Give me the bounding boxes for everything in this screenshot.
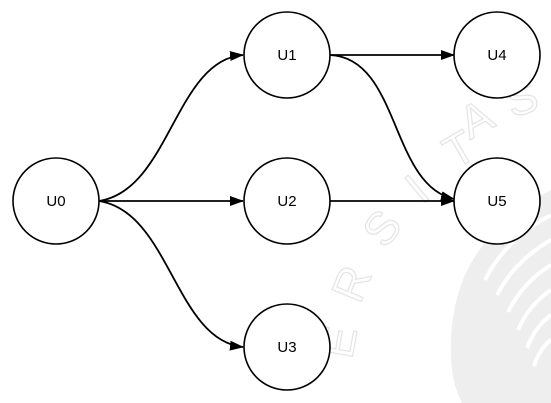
node-u5-label: U5 <box>487 193 506 210</box>
edge-u0-u1 <box>98 50 244 202</box>
node-u1: U1 <box>243 11 331 99</box>
node-u0-label: U0 <box>46 193 65 210</box>
watermark-letter: R <box>321 258 382 308</box>
node-u5-circle <box>453 157 541 245</box>
node-u1-label: U1 <box>277 47 296 64</box>
edge-u1-u5 <box>329 54 455 202</box>
node-u2-label: U2 <box>277 193 296 210</box>
node-u4-circle <box>453 11 541 99</box>
node-u4: U4 <box>453 11 541 99</box>
node-u3-circle <box>243 303 331 391</box>
watermark-emblem <box>450 190 551 403</box>
node-u0-circle <box>12 157 100 245</box>
node-u2: U2 <box>243 157 331 245</box>
node-u0: U0 <box>12 157 100 245</box>
edge-u0-u3 <box>98 200 244 351</box>
nodes-layer: U0 U1 U2 U3 U4 U5 <box>12 11 541 391</box>
edges-layer <box>98 50 455 351</box>
node-u5: U5 <box>453 157 541 245</box>
node-u1-circle <box>243 11 331 99</box>
node-u3-label: U3 <box>277 339 296 356</box>
node-u4-label: U4 <box>487 47 506 64</box>
node-u2-circle <box>243 157 331 245</box>
watermark-letter: S <box>352 200 412 256</box>
node-u3: U3 <box>243 303 331 391</box>
